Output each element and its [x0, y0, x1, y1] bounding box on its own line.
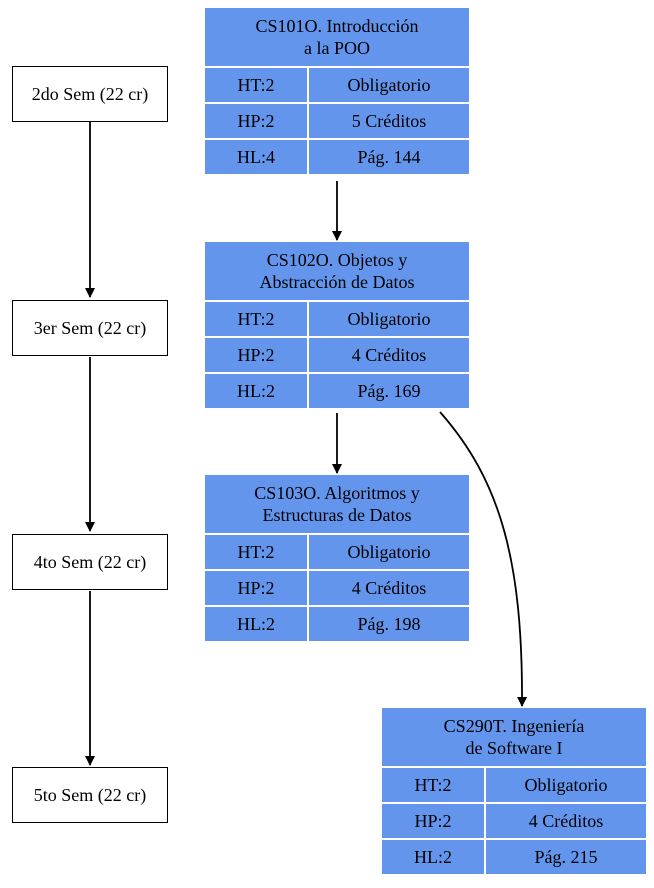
- course-title: CS290T. Ingeniería de Software I: [382, 708, 646, 766]
- practice-hours: HP:2: [382, 804, 484, 838]
- course-node-cs290t[interactable]: CS290T. Ingeniería de Software I HT:2 Ob…: [382, 708, 646, 874]
- course-type: Obligatorio: [309, 68, 469, 102]
- course-title: CS102O. Objetos y Abstracción de Datos: [205, 242, 469, 300]
- course-row-hl: HL:2 Pág. 169: [205, 374, 469, 408]
- course-row-ht: HT:2 Obligatorio: [205, 535, 469, 569]
- course-title-line2: Abstracción de Datos: [259, 272, 415, 292]
- theory-hours: HT:2: [205, 535, 307, 569]
- semester-node-2do: 2do Sem (22 cr): [12, 66, 168, 122]
- course-row-hl: HL:4 Pág. 144: [205, 140, 469, 174]
- course-credits: 4 Créditos: [309, 338, 469, 372]
- course-page: Pág. 169: [309, 374, 469, 408]
- semester-label: 2do Sem (22 cr): [31, 83, 149, 104]
- course-row-hp: HP:2 5 Créditos: [205, 104, 469, 138]
- course-title: CS103O. Algoritmos y Estructuras de Dato…: [205, 475, 469, 533]
- course-page: Pág. 215: [486, 840, 646, 874]
- lab-hours: HL:4: [205, 140, 307, 174]
- course-row-hp: HP:2 4 Créditos: [205, 338, 469, 372]
- semester-node-3er: 3er Sem (22 cr): [12, 300, 168, 356]
- course-title-line1: CS101O. Introducción: [255, 16, 419, 36]
- practice-hours: HP:2: [205, 104, 307, 138]
- lab-hours: HL:2: [382, 840, 484, 874]
- course-title-line1: CS103O. Algoritmos y: [254, 483, 420, 503]
- theory-hours: HT:2: [205, 302, 307, 336]
- course-node-cs103o[interactable]: CS103O. Algoritmos y Estructuras de Dato…: [205, 475, 469, 641]
- course-row-hp: HP:2 4 Créditos: [382, 804, 646, 838]
- course-credits: 4 Créditos: [486, 804, 646, 838]
- semester-node-5to: 5to Sem (22 cr): [12, 767, 168, 823]
- edge-cs102-cs290: [439, 411, 528, 707]
- course-type: Obligatorio: [309, 535, 469, 569]
- course-row-ht: HT:2 Obligatorio: [205, 68, 469, 102]
- theory-hours: HT:2: [382, 768, 484, 802]
- course-page: Pág. 144: [309, 140, 469, 174]
- lab-hours: HL:2: [205, 607, 307, 641]
- course-type: Obligatorio: [486, 768, 646, 802]
- course-type: Obligatorio: [309, 302, 469, 336]
- course-credits: 4 Créditos: [309, 571, 469, 605]
- course-row-ht: HT:2 Obligatorio: [382, 768, 646, 802]
- course-row-hp: HP:2 4 Créditos: [205, 571, 469, 605]
- course-title-line1: CS102O. Objetos y: [266, 250, 408, 270]
- course-row-ht: HT:2 Obligatorio: [205, 302, 469, 336]
- course-row-hl: HL:2 Pág. 198: [205, 607, 469, 641]
- theory-hours: HT:2: [205, 68, 307, 102]
- course-title-line2: a la POO: [304, 38, 370, 58]
- course-row-hl: HL:2 Pág. 215: [382, 840, 646, 874]
- semester-node-4to: 4to Sem (22 cr): [12, 534, 168, 590]
- course-node-cs101o[interactable]: CS101O. Introducción a la POO HT:2 Oblig…: [205, 8, 469, 174]
- semester-label: 4to Sem (22 cr): [33, 551, 147, 572]
- course-title-line2: Estructuras de Datos: [262, 505, 412, 525]
- course-title: CS101O. Introducción a la POO: [205, 8, 469, 66]
- course-credits: 5 Créditos: [309, 104, 469, 138]
- practice-hours: HP:2: [205, 338, 307, 372]
- course-title-line2: de Software I: [465, 738, 563, 758]
- semester-label: 5to Sem (22 cr): [33, 784, 147, 805]
- course-title-line1: CS290T. Ingeniería: [443, 716, 585, 736]
- course-page: Pág. 198: [309, 607, 469, 641]
- course-node-cs102o[interactable]: CS102O. Objetos y Abstracción de Datos H…: [205, 242, 469, 408]
- semester-label: 3er Sem (22 cr): [33, 317, 147, 338]
- practice-hours: HP:2: [205, 571, 307, 605]
- lab-hours: HL:2: [205, 374, 307, 408]
